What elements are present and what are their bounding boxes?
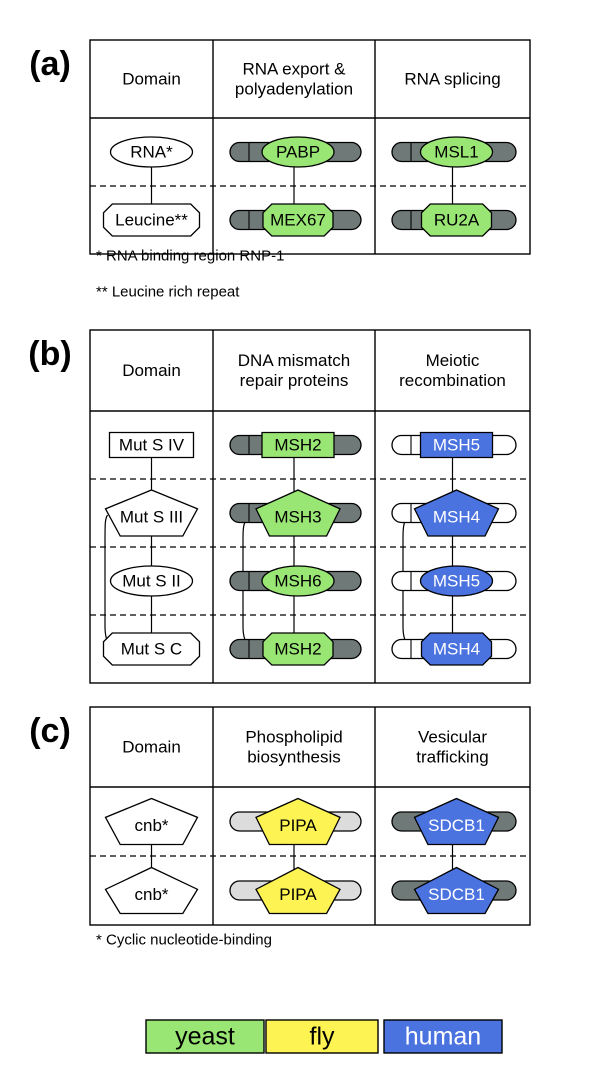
protein-label: MSH6 xyxy=(274,572,321,591)
domain-shape xyxy=(104,866,199,915)
column-header: polyadenylation xyxy=(235,80,353,99)
domain-label: Mut S IV xyxy=(119,436,185,455)
column-header: Domain xyxy=(122,361,181,380)
protein-label: MSH4 xyxy=(433,640,480,659)
protein-label: PABP xyxy=(276,143,320,162)
domain-shape xyxy=(102,203,201,237)
protein-shape xyxy=(419,136,494,168)
legend-label-yeast: yeast xyxy=(175,1023,235,1051)
protein-label: MSH5 xyxy=(433,572,480,591)
legend-swatch-yeast xyxy=(145,1019,265,1054)
protein-label: PIPA xyxy=(279,816,317,835)
panel-a: (a) Domain RNA export &polyadenylation RNA … xyxy=(29,39,531,301)
column-header: RNA export & xyxy=(243,60,347,79)
protein-label: MSH5 xyxy=(433,436,480,455)
protein-label: SDCB1 xyxy=(428,885,485,904)
domain-label: Leucine** xyxy=(115,211,188,230)
domain-shape xyxy=(109,565,194,597)
column-header: repair proteins xyxy=(240,371,349,390)
domain-shape xyxy=(104,489,199,537)
column-header: Vesicular xyxy=(418,728,487,747)
column-header: Domain xyxy=(122,70,181,89)
domain-label: Mut S C xyxy=(121,640,182,659)
panel-label: (c) xyxy=(29,712,71,750)
column-header: Meiotic xyxy=(426,351,480,370)
protein-shape xyxy=(419,431,494,459)
footnote: * RNA binding region RNP-1 xyxy=(96,248,284,265)
panel-label: (b) xyxy=(28,335,71,373)
domain-label: Mut S II xyxy=(122,572,181,591)
domain-label: cnb* xyxy=(134,885,168,904)
protein-label: MSH2 xyxy=(274,640,321,659)
protein-shape xyxy=(420,203,493,237)
domain-label: cnb* xyxy=(134,816,168,835)
protein-shape xyxy=(413,866,500,915)
column-header: recombination xyxy=(399,371,506,390)
footnote: * Cyclic nucleotide-binding xyxy=(96,932,272,949)
domain-shape xyxy=(104,797,199,846)
column-header: biosynthesis xyxy=(247,748,341,767)
domain-shape xyxy=(108,431,195,459)
protein-shape xyxy=(262,632,334,666)
legend: yeast fly human xyxy=(145,1019,503,1054)
protein-label: MSL1 xyxy=(434,143,478,162)
domain-label: Mut S III xyxy=(120,508,183,527)
protein-label: MEX67 xyxy=(270,211,326,230)
protein-shape xyxy=(255,797,341,846)
protein-shape xyxy=(255,489,341,537)
domain-label: RNA* xyxy=(130,143,173,162)
footnote: ** Leucine rich repeat xyxy=(96,284,240,301)
protein-shape xyxy=(413,797,500,846)
protein-label: SDCB1 xyxy=(428,816,485,835)
legend-swatch-fly xyxy=(265,1019,379,1054)
panel-frame xyxy=(89,706,531,926)
protein-label: RU2A xyxy=(434,211,480,230)
domain-shape xyxy=(109,136,194,168)
legend-label-fly: fly xyxy=(310,1023,336,1051)
protein-label: PIPA xyxy=(279,885,317,904)
protein-shape xyxy=(419,565,494,597)
protein-shape xyxy=(261,136,335,168)
panel-frame xyxy=(89,39,531,255)
column-header: RNA splicing xyxy=(404,70,500,89)
protein-shape xyxy=(420,632,493,666)
protein-shape xyxy=(261,431,335,459)
column-header: trafficking xyxy=(416,748,488,767)
domain-shape xyxy=(102,632,201,666)
legend-swatch-human xyxy=(383,1019,503,1054)
panel-frame xyxy=(89,329,531,684)
legend-label-human: human xyxy=(405,1023,481,1051)
panel-label: (a) xyxy=(29,45,71,83)
column-header: DNA mismatch xyxy=(238,351,350,370)
protein-label: MSH3 xyxy=(274,508,321,527)
protein-label: MSH2 xyxy=(274,436,321,455)
protein-shape xyxy=(261,565,335,597)
protein-shape xyxy=(413,489,500,537)
protein-shape xyxy=(255,866,341,915)
column-header: Domain xyxy=(122,738,181,757)
column-header: Phospholipid xyxy=(245,728,342,747)
protein-label: MSH4 xyxy=(433,508,480,527)
protein-shape xyxy=(262,203,334,237)
